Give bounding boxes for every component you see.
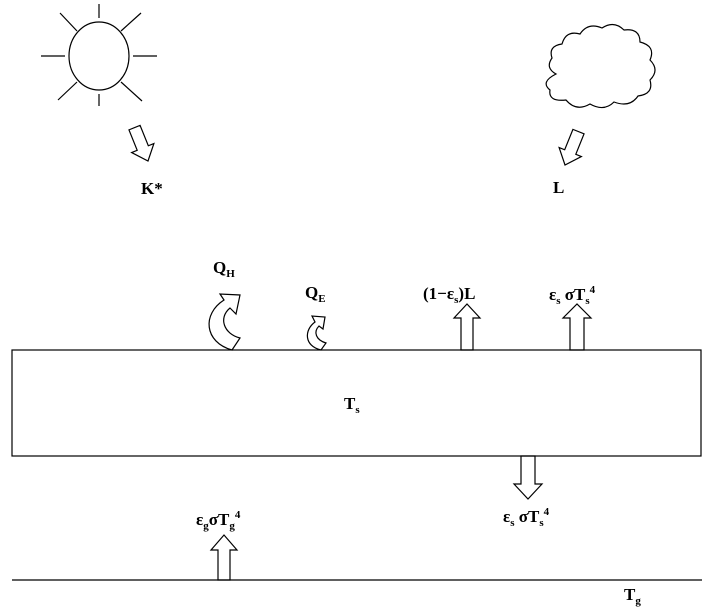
- surface-layer-box: [11, 349, 702, 457]
- sensible-heat-curved-arrow-icon: [208, 293, 241, 351]
- surface-temperature-label: Ts: [344, 394, 360, 416]
- surface-emission-down-label: εs σTs4: [503, 506, 550, 529]
- sun-icon: [41, 4, 157, 106]
- ground-emission-label: εgσTg4: [196, 509, 241, 532]
- reflected-longwave-arrow-icon: [452, 303, 482, 351]
- longwave-radiation-label: L: [553, 178, 565, 197]
- cloud-icon: [545, 23, 656, 109]
- solar-radiation-label: K*: [141, 179, 163, 198]
- latent-heat-label: QE: [305, 283, 326, 305]
- surface-emission-up-arrow-icon: [561, 303, 593, 351]
- sensible-heat-label: QH: [213, 258, 235, 280]
- ground-emission-up-arrow-icon: [209, 534, 239, 581]
- latent-heat-curved-arrow-icon: [306, 315, 327, 351]
- surface-emission-down-arrow-icon: [512, 455, 544, 500]
- solar-arrow-icon: [128, 124, 155, 162]
- surface-emission-up-label: εs σTs4: [549, 284, 596, 307]
- longwave-arrow-icon: [558, 128, 585, 166]
- ground-temperature-label: Tg: [624, 585, 641, 607]
- reflected-longwave-label: (1−εs)L: [423, 284, 476, 306]
